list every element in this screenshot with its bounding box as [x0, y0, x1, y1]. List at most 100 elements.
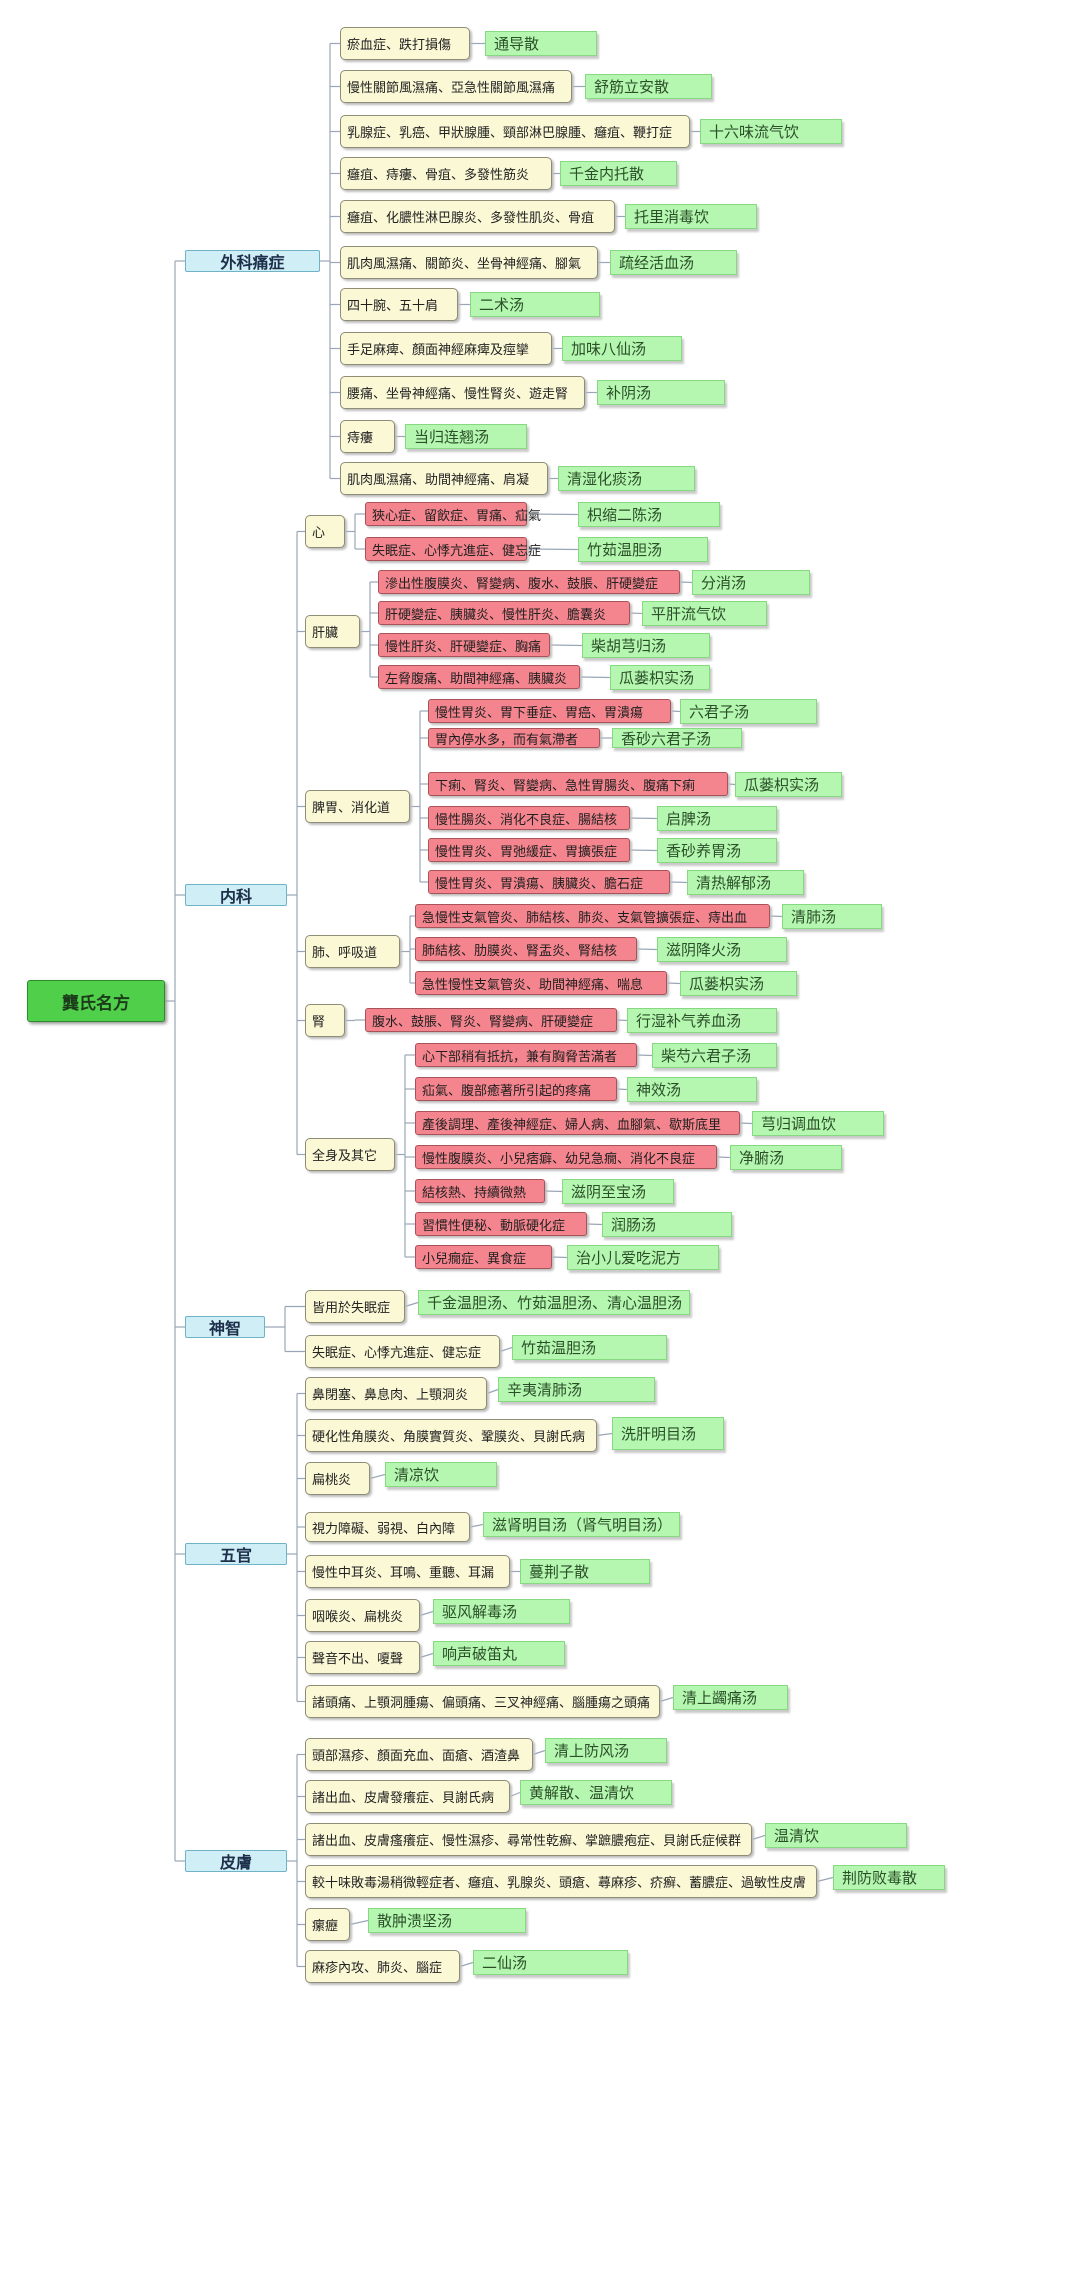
- illness-node[interactable]: 硬化性角膜炎、角膜實質炎、鞏膜炎、貝謝氏病: [305, 1419, 597, 1452]
- formula-node[interactable]: 温清饮: [765, 1823, 907, 1848]
- illness-node[interactable]: 諸出血、皮膚發癢症、貝謝氏病: [305, 1780, 510, 1813]
- illness-node[interactable]: 皆用於失眠症: [305, 1290, 405, 1323]
- illness-node[interactable]: 心下部稍有抵抗，兼有胸脅苦滿者: [415, 1043, 637, 1067]
- illness-node[interactable]: 癰疽、化膿性淋巴腺炎、多發性肌炎、骨疽: [340, 200, 615, 233]
- formula-node[interactable]: 滋阴降火汤: [657, 937, 787, 962]
- formula-node[interactable]: 二术汤: [470, 292, 600, 317]
- category-skin[interactable]: 皮膚: [185, 1850, 287, 1872]
- illness-node[interactable]: 肝硬變症、胰臟炎、慢性肝炎、膽囊炎: [378, 601, 630, 625]
- illness-node[interactable]: 肌肉風濕痛、助間神經痛、肩凝: [340, 462, 548, 495]
- formula-node[interactable]: 二仙汤: [473, 1950, 628, 1975]
- illness-node[interactable]: 慢性腹膜炎、小兒痞癖、幼兒急癇、消化不良症: [415, 1145, 717, 1169]
- illness-node[interactable]: 慢性胃炎、胃弛緩症、胃擴張症: [428, 838, 630, 862]
- formula-node[interactable]: 响声破笛丸: [433, 1641, 565, 1666]
- illness-node[interactable]: 扁桃炎: [305, 1462, 370, 1495]
- formula-node[interactable]: 洗肝明目汤: [612, 1417, 724, 1450]
- formula-node[interactable]: 清湿化痰汤: [558, 466, 695, 491]
- illness-node[interactable]: 癰疽、痔瘻、骨疽、多發性筋炎: [340, 157, 552, 190]
- formula-node[interactable]: 滋阴至宝汤: [562, 1179, 674, 1204]
- formula-node[interactable]: 托里消毒饮: [625, 204, 757, 229]
- formula-node[interactable]: 竹茹温胆汤: [512, 1335, 667, 1360]
- illness-node[interactable]: 失眠症、心悸亢進症、健忘症: [365, 537, 541, 561]
- illness-node[interactable]: 鼻閉塞、鼻息肉、上顎洞炎: [305, 1377, 487, 1410]
- formula-node[interactable]: 香砂养胃汤: [657, 838, 777, 863]
- illness-node[interactable]: 諸頭痛、上顎洞腫瘍、偏頭痛、三叉神經痛、腦腫瘍之頭痛: [305, 1685, 660, 1718]
- formula-node[interactable]: 通导散: [485, 31, 597, 56]
- formula-node[interactable]: 平肝流气饮: [642, 601, 767, 626]
- illness-node[interactable]: 瘰癧: [305, 1908, 350, 1941]
- category-mind[interactable]: 神智: [185, 1316, 265, 1338]
- illness-node[interactable]: 胃內停水多，而有氣滯者: [428, 728, 600, 748]
- formula-node[interactable]: 芎归调血饮: [752, 1111, 884, 1136]
- formula-node[interactable]: 行湿补气养血汤: [627, 1008, 777, 1033]
- category-surgery-pain[interactable]: 外科痛症: [185, 250, 320, 272]
- formula-node[interactable]: 六君子汤: [680, 699, 817, 724]
- subgroup-liver[interactable]: 肝臟: [305, 615, 360, 648]
- formula-node[interactable]: 润肠汤: [602, 1212, 732, 1237]
- illness-node[interactable]: 麻疹內攻、肺炎、腦症: [305, 1950, 460, 1983]
- illness-node[interactable]: 失眠症、心悸亢進症、健忘症: [305, 1335, 500, 1368]
- illness-node[interactable]: 慢性胃炎、胃下垂症、胃癌、胃潰瘍: [428, 699, 671, 723]
- illness-node[interactable]: 視力障礙、弱視、白內障: [305, 1512, 470, 1542]
- category-five-senses[interactable]: 五官: [185, 1543, 287, 1565]
- illness-node[interactable]: 聲音不出、嗄聲: [305, 1641, 420, 1674]
- subgroup-general[interactable]: 全身及其它: [305, 1138, 395, 1171]
- formula-node[interactable]: 疏经活血汤: [610, 250, 737, 275]
- formula-node[interactable]: 驱风解毒汤: [433, 1599, 570, 1624]
- illness-node[interactable]: 乳腺症、乳癌、甲狀腺腫、頸部淋巴腺腫、癰疽、鞭打症: [340, 115, 690, 148]
- illness-node[interactable]: 腹水、鼓脹、腎炎、腎變病、肝硬變症: [365, 1008, 617, 1032]
- illness-node[interactable]: 諸出血、皮膚瘙癢症、慢性濕疹、尋常性乾癬、掌蹠膿疱症、貝謝氏症候群: [305, 1823, 752, 1856]
- formula-node[interactable]: 补阴汤: [597, 380, 725, 405]
- formula-node[interactable]: 香砂六君子汤: [612, 728, 742, 748]
- formula-node[interactable]: 瓜蒌枳实汤: [610, 665, 710, 690]
- formula-node[interactable]: 十六味流气饮: [700, 119, 842, 144]
- illness-node[interactable]: 肺結核、肋膜炎、腎盂炎、腎結核: [415, 937, 637, 961]
- illness-node[interactable]: 滲出性腹膜炎、腎變病、腹水、鼓脹、肝硬變症: [378, 570, 680, 594]
- illness-node[interactable]: 頭部濕疹、顏面充血、面瘡、酒渣鼻: [305, 1738, 533, 1771]
- subgroup-spleen-stomach[interactable]: 脾胃、消化道: [305, 790, 410, 823]
- formula-node[interactable]: 千金内托散: [560, 161, 677, 186]
- formula-node[interactable]: 散肿溃坚汤: [368, 1908, 526, 1933]
- formula-node[interactable]: 瓜蒌枳实汤: [680, 971, 797, 996]
- illness-node[interactable]: 疝氣、腹部癒著所引起的疼痛: [415, 1077, 617, 1101]
- illness-node[interactable]: 小兒癇症、異食症: [415, 1245, 552, 1269]
- illness-node[interactable]: 慢性肝炎、肝硬變症、胸痛: [378, 633, 550, 657]
- root-node[interactable]: 龔氏名方: [27, 980, 165, 1022]
- formula-node[interactable]: 黄解散、温清饮: [520, 1780, 672, 1805]
- formula-node[interactable]: 辛夷清肺汤: [498, 1377, 655, 1402]
- formula-node[interactable]: 清肺汤: [782, 904, 882, 929]
- formula-node[interactable]: 当归连翘汤: [405, 424, 527, 449]
- subgroup-lung[interactable]: 肺、呼吸道: [305, 935, 400, 968]
- formula-node[interactable]: 清上蠲痛汤: [673, 1685, 788, 1710]
- illness-node[interactable]: 慢性中耳炎、耳鳴、重聽、耳漏: [305, 1555, 510, 1588]
- illness-node[interactable]: 產後調理、產後神經症、婦人病、血腳氣、歇斯底里: [415, 1111, 740, 1135]
- illness-node[interactable]: 手足麻痺、顏面神經麻痺及痙攣: [340, 332, 552, 365]
- formula-node[interactable]: 滋肾明目汤（肾气明目汤）: [483, 1512, 680, 1537]
- formula-node[interactable]: 神效汤: [627, 1077, 757, 1102]
- formula-node[interactable]: 蔓荆子散: [520, 1559, 650, 1584]
- illness-node[interactable]: 下痢、腎炎、腎變病、急性胃腸炎、腹痛下痢: [428, 772, 728, 796]
- illness-node[interactable]: 肌肉風濕痛、關節炎、坐骨神經痛、腳氣: [340, 246, 598, 279]
- illness-node[interactable]: 急慢性支氣管炎、肺結核、肺炎、支氣管擴張症、痔出血: [415, 904, 770, 928]
- formula-node[interactable]: 净腑汤: [730, 1145, 842, 1170]
- formula-node[interactable]: 柴胡芎归汤: [582, 633, 710, 658]
- illness-node[interactable]: 痔瘻: [340, 420, 395, 453]
- illness-node[interactable]: 腰痛、坐骨神經痛、慢性腎炎、遊走腎: [340, 376, 585, 409]
- formula-node[interactable]: 清凉饮: [385, 1462, 497, 1487]
- formula-node[interactable]: 竹茹温胆汤: [578, 537, 708, 562]
- formula-node[interactable]: 分消汤: [692, 570, 810, 595]
- illness-node[interactable]: 咽喉炎、扁桃炎: [305, 1599, 420, 1632]
- formula-node[interactable]: 清热解郁汤: [687, 870, 804, 895]
- illness-node[interactable]: 慢性胃炎、胃潰瘍、胰臟炎、膽石症: [428, 870, 670, 894]
- illness-node[interactable]: 急性慢性支氣管炎、助間神經痛、喘息: [415, 971, 667, 995]
- formula-node[interactable]: 治小儿爱吃泥方: [567, 1245, 719, 1270]
- formula-node[interactable]: 加味八仙汤: [562, 336, 682, 361]
- category-internal-medicine[interactable]: 内科: [185, 884, 287, 906]
- subgroup-heart[interactable]: 心: [305, 515, 345, 548]
- formula-node[interactable]: 启脾汤: [657, 806, 777, 831]
- formula-node[interactable]: 千金温胆汤、竹茹温胆汤、清心温胆汤: [418, 1290, 690, 1315]
- formula-node[interactable]: 清上防风汤: [545, 1738, 667, 1763]
- formula-node[interactable]: 柴芍六君子汤: [652, 1043, 777, 1068]
- formula-node[interactable]: 枳缩二陈汤: [578, 502, 720, 527]
- illness-node[interactable]: 左脅腹痛、助間神經痛、胰臟炎: [378, 665, 580, 689]
